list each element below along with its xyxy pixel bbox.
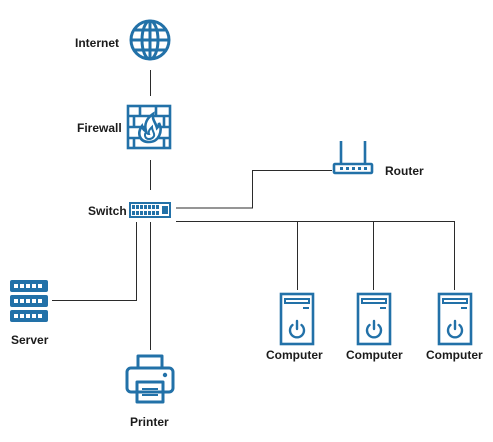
- router-icon: [332, 141, 374, 175]
- internet-label: Internet: [75, 36, 120, 50]
- link-switch-computers-bus: [176, 221, 455, 290]
- link-switch-server: [52, 222, 137, 301]
- firewall-label: Firewall: [77, 121, 122, 135]
- switch-icon: [129, 202, 171, 218]
- globe-icon: [129, 19, 171, 61]
- switch-label: Switch: [88, 204, 127, 218]
- computer-3-label: Computer: [426, 348, 483, 362]
- computer-tower-icon: [279, 292, 315, 346]
- server-label: Server: [11, 333, 49, 347]
- printer-icon: [125, 354, 175, 404]
- router-label: Router: [385, 164, 424, 178]
- firewall-icon: [126, 104, 172, 150]
- server-rack-icon: [10, 280, 48, 322]
- printer-label: Printer: [130, 415, 169, 429]
- link-switch-router: [176, 170, 332, 209]
- computer-1-label: Computer: [266, 348, 323, 362]
- computer-2-label: Computer: [346, 348, 403, 362]
- computer-tower-icon: [437, 292, 473, 346]
- computer-tower-icon: [356, 292, 392, 346]
